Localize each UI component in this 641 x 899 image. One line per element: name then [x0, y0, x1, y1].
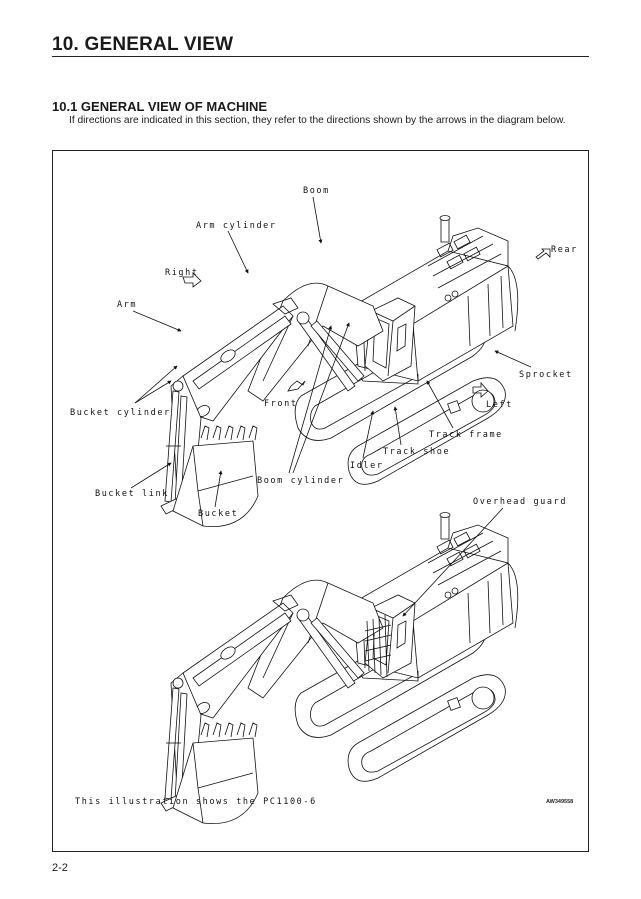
page-number: 2-2	[52, 862, 68, 874]
chapter-title: 10. GENERAL VIEW	[52, 34, 234, 55]
figure-box: Boom Arm cylinder Right Arm Rear Sprocke…	[52, 150, 589, 852]
label-arm-cylinder: Arm cylinder	[196, 221, 277, 231]
label-idler: Idler	[350, 461, 384, 471]
label-bucket-link: Bucket link	[95, 489, 169, 499]
machine-illustration: Boom Arm cylinder Right Arm Rear Sprocke…	[70, 186, 578, 825]
label-boom-cylinder: Boom cylinder	[257, 476, 344, 486]
label-bucket-cylinder: Bucket cylinder	[70, 408, 171, 418]
label-left: Left	[486, 400, 513, 410]
label-right: Right	[165, 268, 199, 278]
label-bucket: Bucket	[198, 509, 238, 519]
label-track-frame: Track frame	[429, 430, 503, 440]
direction-arrow-front-icon	[287, 380, 306, 392]
label-sprocket: Sprocket	[519, 370, 573, 380]
direction-arrow-right-icon	[182, 272, 202, 288]
label-overhead-guard: Overhead guard	[473, 497, 567, 507]
label-boom: Boom	[303, 186, 330, 196]
direction-arrow-rear-icon	[535, 248, 551, 260]
excavator-bottom-drawing	[160, 512, 519, 825]
figure-code: AW349558	[546, 799, 573, 805]
section-title: 10.1 GENERAL VIEW OF MACHINE	[52, 99, 268, 114]
chapter-title-rule	[52, 56, 589, 57]
label-arm: Arm	[117, 300, 137, 310]
label-track-shoe: Track shoe	[383, 447, 450, 457]
label-front: Front	[264, 399, 298, 409]
direction-arrow-left-icon	[472, 381, 489, 398]
label-rear: Rear	[551, 245, 578, 255]
overhead-guard-grid	[364, 614, 392, 678]
figure-caption: This illustration shows the PC1100-6	[75, 797, 317, 807]
intro-paragraph: If directions are indicated in this sect…	[69, 115, 566, 126]
